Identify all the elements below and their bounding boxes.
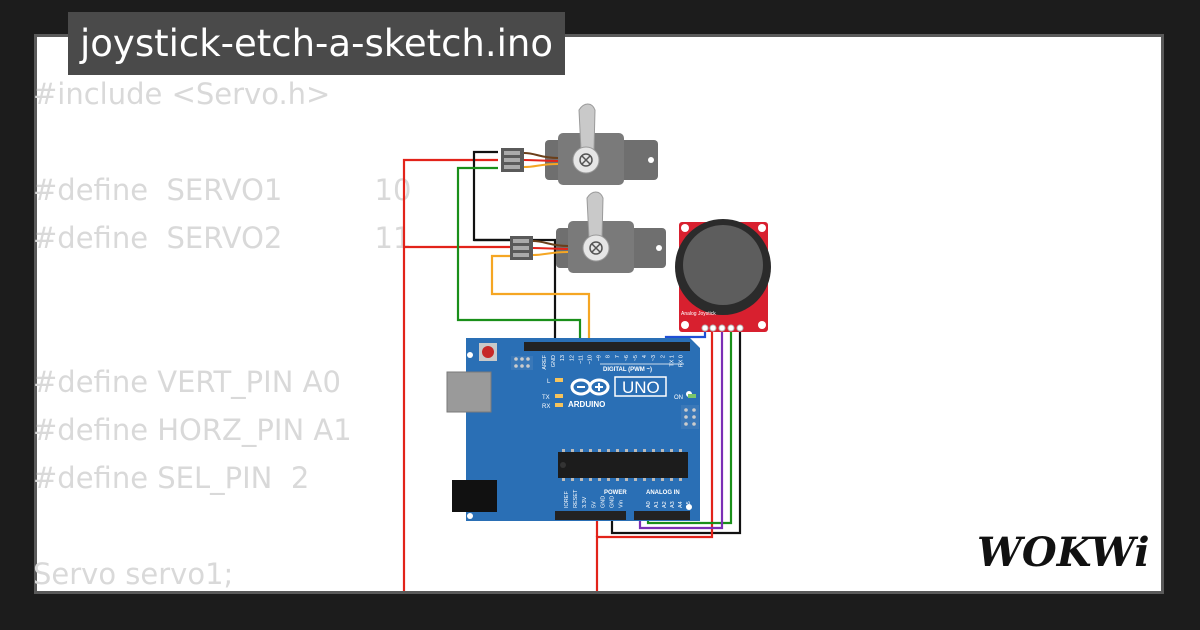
pin-label: GND bbox=[600, 496, 606, 508]
pin-label: GND bbox=[610, 496, 616, 508]
code-line: #define SERVO1 10 bbox=[33, 173, 412, 207]
code-line: #define VERT_PIN A0 bbox=[33, 365, 341, 399]
pin-label: Vin bbox=[619, 500, 625, 508]
pin-label: ~5 bbox=[633, 355, 639, 361]
pin-label: AREF bbox=[542, 354, 548, 369]
code-line: #define HORZ_PIN A1 bbox=[33, 413, 352, 447]
pin-label: 2 bbox=[660, 355, 666, 358]
led-label-rx: RX bbox=[542, 404, 550, 410]
pin-label: ~3 bbox=[651, 355, 657, 361]
led-tx bbox=[555, 394, 563, 398]
pin-label: A2 bbox=[662, 501, 668, 508]
digital-header bbox=[616, 342, 690, 351]
wire-servo1-signal-green bbox=[456, 166, 582, 350]
led-on bbox=[688, 394, 696, 398]
pin-label: 4 bbox=[642, 355, 648, 358]
pin-label: 12 bbox=[569, 355, 575, 361]
pin-label: TX 1 bbox=[669, 355, 675, 367]
pin-label: ~6 bbox=[624, 355, 630, 361]
joystick-label: Analog Joystick bbox=[681, 311, 716, 317]
analog-joystick[interactable]: Analog Joystick bbox=[675, 219, 771, 332]
pin-label: A5 bbox=[686, 501, 692, 508]
code-line: #define SERVO2 11 bbox=[33, 221, 412, 255]
arduino-logo-icon bbox=[570, 378, 610, 396]
on-label: ON bbox=[674, 395, 683, 401]
led-label-l: L bbox=[547, 379, 551, 385]
pin-label: ~11 bbox=[578, 355, 584, 364]
led-rx bbox=[555, 403, 563, 407]
wire-5v-red bbox=[402, 158, 498, 591]
pin-label: A4 bbox=[678, 501, 684, 508]
arduino-model: UNO bbox=[622, 378, 660, 397]
usb-port bbox=[446, 371, 492, 413]
digital-section-label: DIGITAL (PWM ~) bbox=[603, 367, 652, 373]
wire-joystick-horz-purple bbox=[638, 328, 724, 530]
analog-section-label: ANALOG IN bbox=[646, 490, 680, 496]
pin-label: RESET bbox=[573, 489, 579, 508]
pin-label: A0 bbox=[646, 501, 652, 508]
project-title: joystick-etch-a-sketch.ino bbox=[68, 12, 566, 75]
analog-header bbox=[634, 511, 690, 520]
joystick-knob[interactable] bbox=[683, 225, 763, 305]
arduino-brand: ARDUINO bbox=[568, 400, 605, 409]
wires bbox=[402, 150, 742, 591]
led-l bbox=[555, 378, 563, 382]
pin-label: 13 bbox=[560, 355, 566, 361]
pin-label: ~9 bbox=[597, 355, 603, 361]
pin-label: 7 bbox=[615, 355, 621, 358]
wire-servo2-signal-orange bbox=[490, 254, 591, 350]
servo-motor-1[interactable] bbox=[501, 103, 658, 185]
pin-label: IOREF bbox=[564, 491, 570, 508]
led-label-tx: TX bbox=[542, 395, 550, 401]
code-line: Servo servo1; bbox=[33, 557, 234, 591]
wire-joystick-vcc-red bbox=[595, 328, 714, 591]
code-line: #define SEL_PIN 2 bbox=[33, 461, 310, 495]
wire-joystick-vert-green bbox=[646, 328, 733, 525]
atmega-chip bbox=[558, 452, 688, 478]
pin-label: RX 0 bbox=[679, 355, 685, 367]
power-header bbox=[555, 511, 626, 520]
power-section-label: POWER bbox=[604, 490, 627, 496]
pin-label: 8 bbox=[606, 355, 612, 358]
wokwi-logo-text: WOKWi bbox=[977, 529, 1150, 576]
servo-horn-icon bbox=[589, 241, 603, 255]
code-preview: #include <Servo.h> #define SERVO1 10 #defi… bbox=[33, 70, 411, 598]
code-line: #include <Servo.h> bbox=[33, 77, 331, 111]
power-jack bbox=[452, 480, 497, 512]
joystick-pins bbox=[701, 324, 744, 332]
servo-horn-icon bbox=[579, 153, 593, 167]
reset-button[interactable] bbox=[482, 346, 494, 358]
pin-label: 5V bbox=[591, 501, 597, 508]
pin-label: 3.3V bbox=[582, 496, 588, 508]
wire-joystick-gnd-black bbox=[610, 328, 742, 535]
servo-motor-2[interactable] bbox=[510, 191, 666, 273]
pin-label: A1 bbox=[654, 501, 660, 508]
wokwi-logo: WOKWi bbox=[977, 529, 1150, 576]
pin-label: A3 bbox=[670, 501, 676, 508]
digital-header bbox=[524, 342, 639, 351]
pin-label: ~10 bbox=[588, 355, 594, 364]
pin-label: GND bbox=[551, 355, 557, 367]
